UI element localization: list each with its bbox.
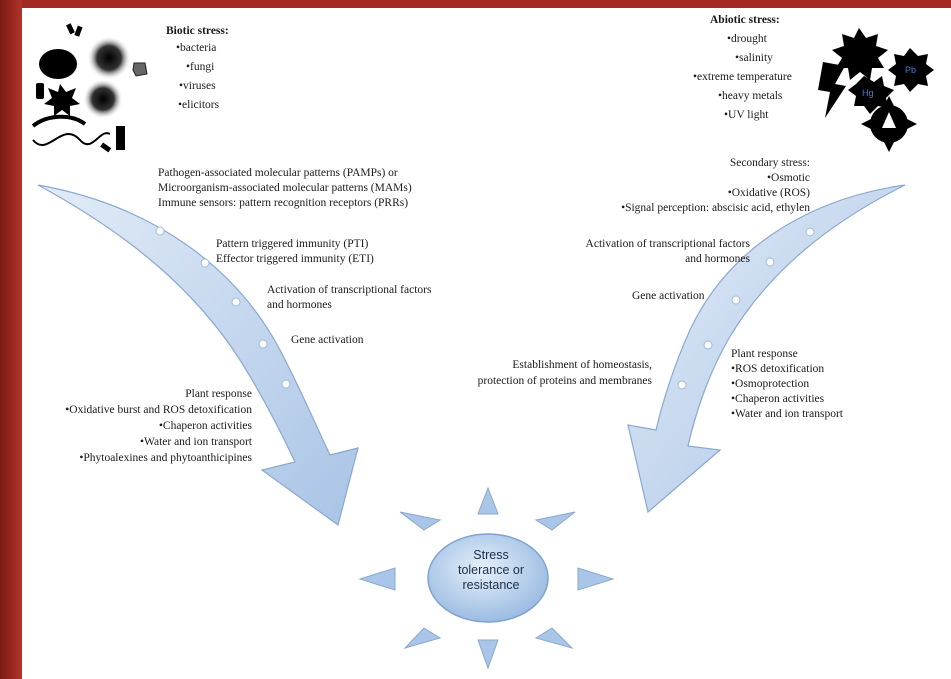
arrow-dot: [805, 227, 815, 237]
pamps-line: Pathogen-associated molecular patterns (…: [158, 167, 398, 179]
arrow-dot: [765, 257, 775, 267]
lightning-icon: [818, 62, 846, 118]
biotic-pathway-arrow: [37, 184, 359, 527]
fungus-burst-icon: [87, 36, 131, 80]
sun-ray: [403, 627, 442, 649]
stress-tolerance-label: Stress tolerance or resistance: [440, 548, 542, 593]
right-response-line: •Chaperon activities: [731, 393, 825, 405]
abiotic-item: •extreme temperature: [693, 71, 792, 83]
right-arrow-dots: [677, 227, 815, 390]
arrow-dot: [231, 297, 241, 307]
star-virus-icon: [44, 84, 80, 116]
uv-ray-icon: [907, 119, 917, 129]
biotic-title: Biotic stress:: [166, 25, 229, 37]
arrow-dot: [677, 380, 687, 390]
sun-rays: [358, 486, 615, 670]
center-label-line: Stress: [473, 548, 509, 562]
rod-bacteria-icon: [100, 142, 112, 153]
hg-label: Hg: [862, 88, 874, 98]
arrow-dot: [281, 379, 291, 389]
rod-bacteria-icon: [116, 126, 125, 150]
rod-bacteria-icon: [74, 25, 83, 37]
abiotic-pathway-arrow: [627, 184, 906, 514]
spirillum-icon: [32, 132, 111, 146]
abiotic-title: Abiotic stress:: [710, 14, 780, 26]
heavy-metal-hg-icon: [848, 76, 894, 114]
biotic-icons: [31, 23, 148, 153]
secondary-line: •Osmotic: [767, 172, 810, 184]
secondary-line: •Oxidative (ROS): [727, 187, 810, 199]
sun-burst-icon: [832, 28, 888, 80]
abiotic-item: •heavy metals: [718, 90, 783, 102]
uv-ray-icon: [861, 119, 871, 129]
uv-symbol-icon: [882, 112, 896, 128]
right-response-line: •Water and ion transport: [731, 408, 843, 420]
pb-label: Pb: [905, 65, 916, 75]
center-label-line: resistance: [462, 578, 520, 592]
abiotic-item: •UV light: [724, 109, 769, 121]
elicitor-cube-icon: [132, 62, 148, 77]
immunity-line: Effector triggered immunity (ETI): [216, 253, 374, 265]
left-transcription-line: and hormones: [267, 299, 332, 311]
uv-ray-icon: [884, 142, 894, 152]
homeostasis-line: protection of proteins and membranes: [477, 375, 652, 387]
arrow-dot: [200, 258, 210, 268]
biotic-item: •elicitors: [178, 99, 220, 111]
right-response-line: Plant response: [731, 348, 798, 360]
arrow-dot: [703, 340, 713, 350]
secondary-line: •Signal perception: abscisic acid, ethyl…: [621, 202, 810, 214]
right-transcription-line: Activation of transcriptional factors: [585, 238, 750, 250]
right-response-line: •ROS detoxification: [731, 363, 825, 375]
uv-ray-icon: [884, 96, 894, 106]
arrow-dot: [258, 339, 268, 349]
heavy-metal-pb-icon: [888, 48, 934, 92]
left-gene-activation: Gene activation: [291, 334, 364, 346]
secondary-line: Secondary stress:: [729, 157, 810, 169]
biotic-item: •viruses: [179, 80, 216, 92]
sun-ray: [477, 639, 499, 670]
sun-ray: [534, 511, 576, 531]
center-label-line: tolerance or: [457, 563, 524, 577]
left-response-line: •Chaperon activities: [158, 420, 252, 432]
right-transcription-line: and hormones: [685, 253, 750, 265]
sun-ray: [399, 511, 442, 531]
rod-bacteria-icon: [36, 83, 44, 99]
abiotic-item: •drought: [727, 33, 767, 45]
abiotic-icons: Hg Pb: [818, 28, 934, 152]
biotic-item: •fungi: [186, 61, 215, 73]
bacterium-curve-icon: [31, 114, 87, 128]
arrow-dot: [155, 226, 165, 236]
abiotic-item: •salinity: [735, 52, 773, 64]
rod-bacteria-icon: [66, 23, 75, 35]
slide-frame: [0, 0, 22, 679]
right-response-line: •Osmoprotection: [731, 378, 810, 390]
pamps-line: Microorganism-associated molecular patte…: [158, 182, 412, 194]
left-response-line: •Oxidative burst and ROS detoxification: [65, 404, 252, 416]
sun-ray: [477, 486, 499, 515]
homeostasis-line: Establishment of homeostasis,: [512, 359, 652, 371]
virus-burst-icon: [83, 79, 123, 119]
arrow-dot: [731, 295, 741, 305]
left-response-line: •Water and ion transport: [140, 436, 252, 448]
sun-ray: [534, 627, 574, 649]
left-response-line: •Phytoalexines and phytoanthicipines: [79, 452, 252, 464]
left-arrow-dots: [155, 226, 291, 389]
sun-ray: [358, 567, 396, 591]
right-gene-activation: Gene activation: [632, 290, 705, 302]
pamps-line: Immune sensors: pattern recognition rece…: [158, 197, 409, 209]
sun-core: [427, 533, 549, 623]
left-transcription-line: Activation of transcriptional factors: [267, 284, 432, 296]
immunity-line: Pattern triggered immunity (PTI): [216, 238, 369, 250]
biotic-item: •bacteria: [176, 42, 217, 54]
sun-ray: [577, 567, 615, 591]
left-response-line: Plant response: [185, 388, 252, 400]
bacterium-icon: [39, 49, 77, 79]
